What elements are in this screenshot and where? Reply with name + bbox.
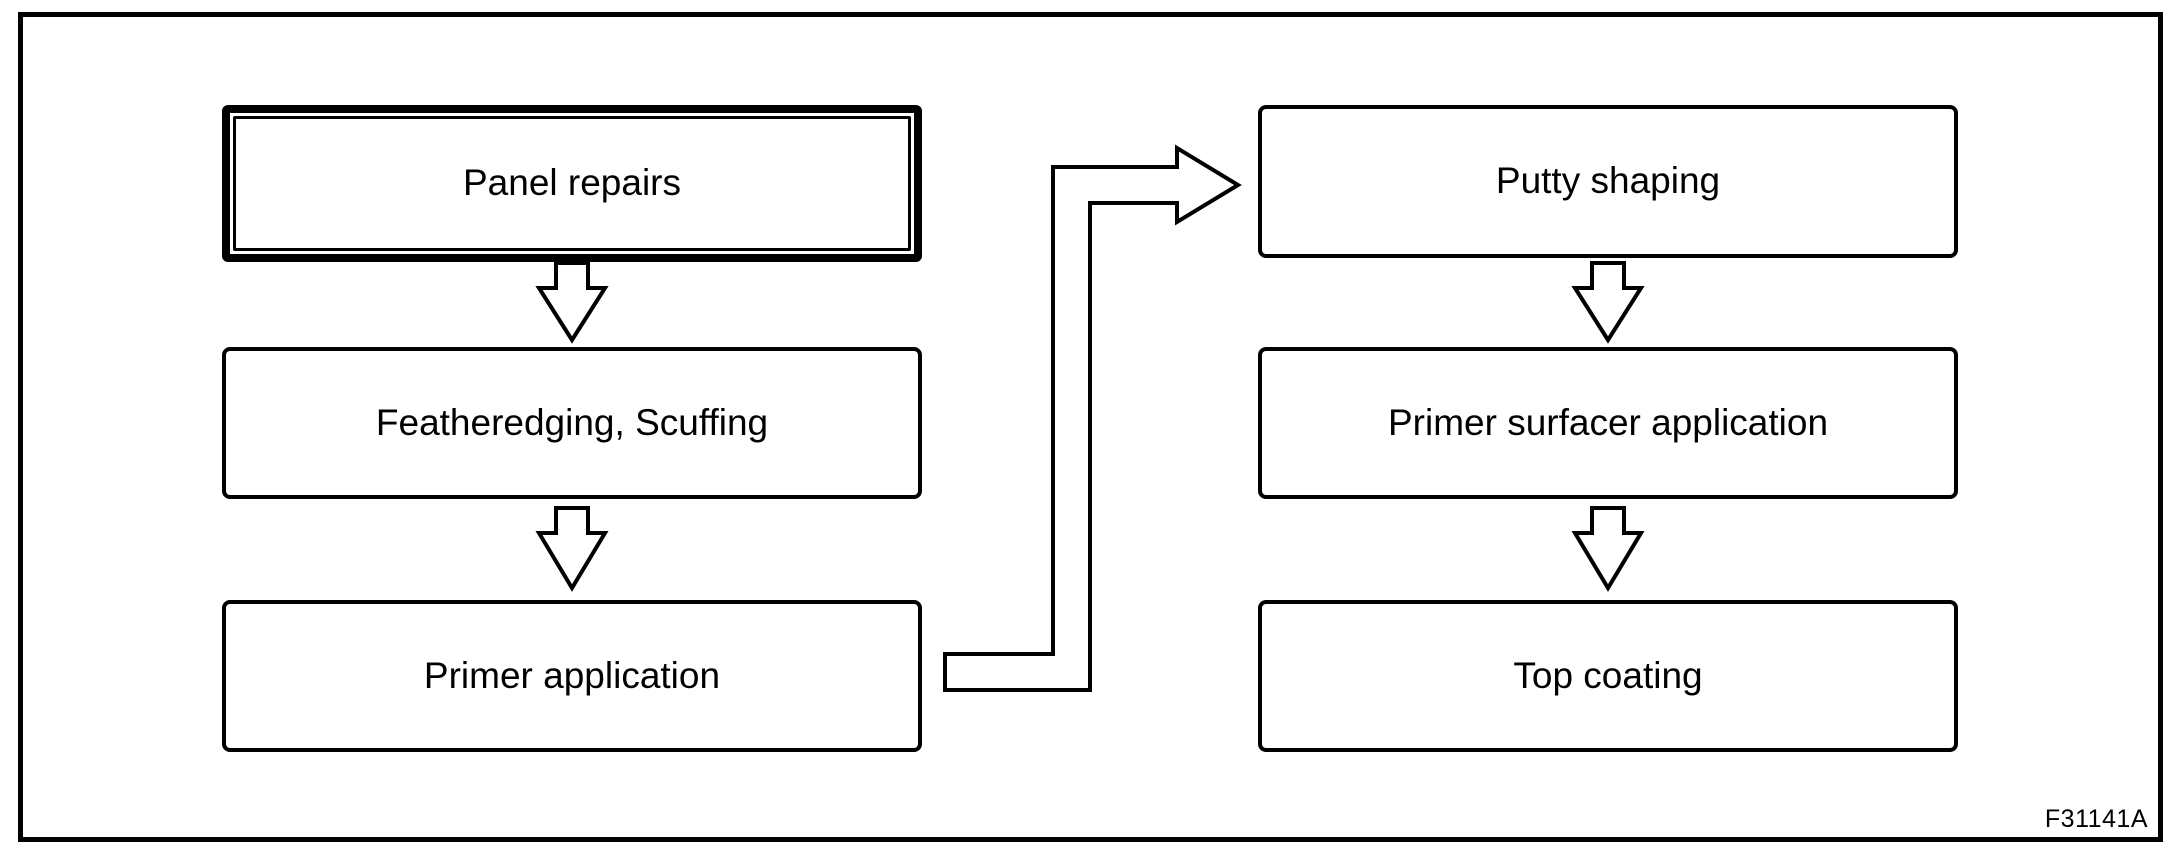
flow-box-primer-surfacer: Primer surfacer application [1258, 347, 1958, 499]
box-label: Featheredging, Scuffing [375, 401, 769, 443]
down-arrow-icon [535, 506, 609, 592]
elbow-arrow-icon [943, 144, 1242, 692]
down-arrow-icon [1571, 261, 1645, 344]
flow-box-primer-application: Primer application [222, 600, 922, 752]
down-arrow-icon [535, 261, 609, 344]
box-label: Top coating [1513, 654, 1703, 696]
box-label: Primer surfacer application [1387, 401, 1829, 443]
down-arrow-icon [1571, 506, 1645, 592]
figure-code: F31141A [2044, 805, 2148, 833]
flow-box-putty-shaping: Putty shaping [1258, 105, 1958, 258]
diagram-frame [18, 12, 2163, 842]
flow-box-panel-repairs-inner: Panel repairs [233, 116, 911, 251]
box-label: Primer application [423, 654, 721, 696]
box-label: Putty shaping [1495, 160, 1721, 202]
flow-box-panel-repairs: Panel repairs [222, 105, 922, 262]
flow-box-top-coating: Top coating [1258, 600, 1958, 752]
flow-box-featheredging: Featheredging, Scuffing [222, 347, 922, 499]
box-label: Panel repairs [462, 162, 681, 204]
